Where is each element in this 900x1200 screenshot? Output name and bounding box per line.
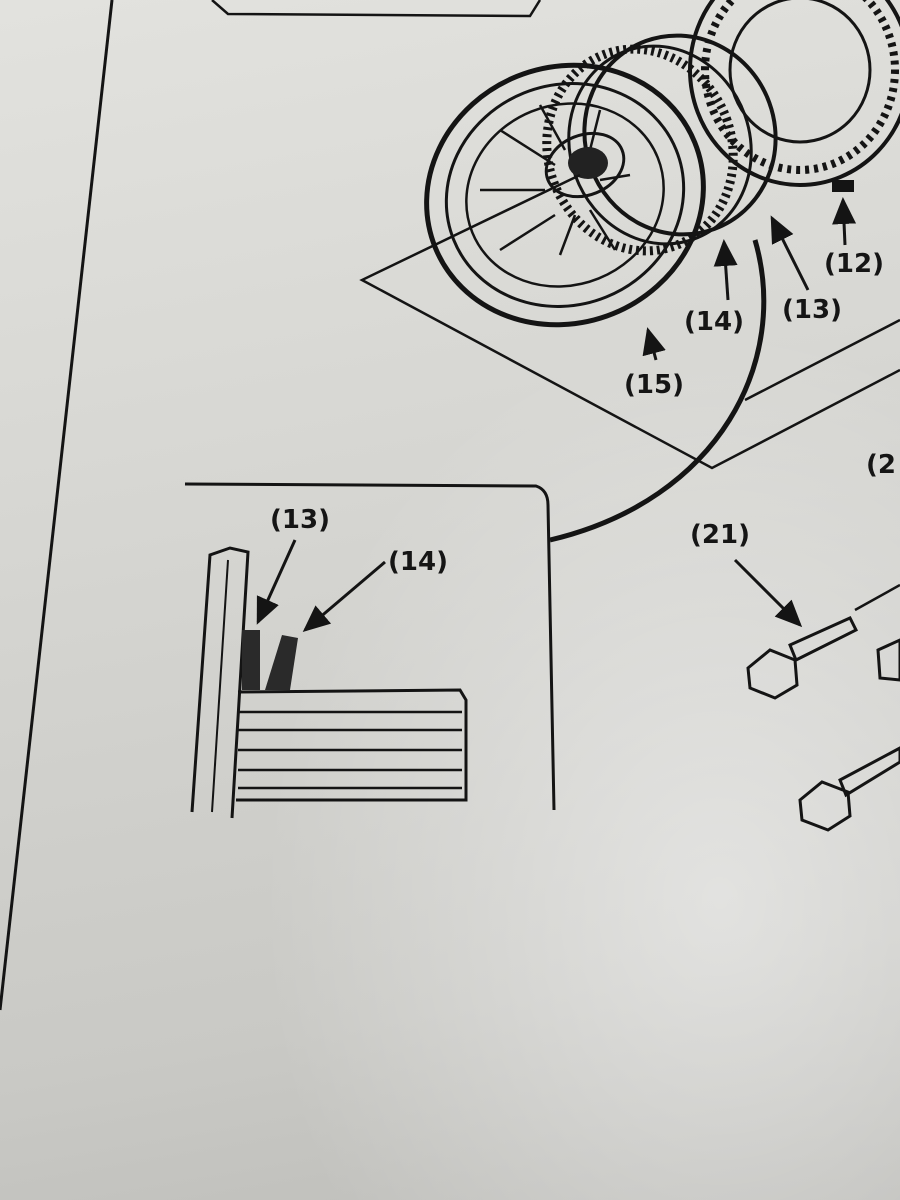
callout-12: (12) bbox=[824, 249, 884, 279]
clutch-drum bbox=[688, 0, 900, 192]
bolt-partial bbox=[876, 638, 900, 682]
bolt-leader bbox=[854, 583, 900, 612]
top-box-fragment bbox=[211, 0, 542, 18]
arrow-12 bbox=[832, 197, 857, 246]
inset-callout-13: (13) bbox=[270, 505, 330, 535]
inset-arrow-14 bbox=[302, 560, 386, 632]
detail-leader bbox=[359, 173, 900, 470]
callout-15: (15) bbox=[624, 370, 684, 400]
detail-frame bbox=[744, 318, 900, 402]
page-border-line bbox=[0, 0, 114, 1011]
inset-detail bbox=[190, 546, 468, 819]
bolt-21 bbox=[746, 616, 859, 700]
part-12-knob bbox=[832, 180, 854, 192]
callout-21: (21) bbox=[690, 520, 750, 550]
inset-callout-14: (14) bbox=[388, 547, 448, 577]
arrow-14 bbox=[713, 239, 738, 301]
pulley-15 bbox=[424, 62, 706, 328]
callout-2-partial: (2 bbox=[866, 450, 896, 480]
arrow-13 bbox=[770, 215, 810, 291]
callout-13: (13) bbox=[782, 295, 842, 325]
inset-part-14 bbox=[265, 635, 298, 690]
arrow-15 bbox=[642, 327, 666, 361]
inset-arrow-13 bbox=[256, 539, 297, 625]
arrow-21 bbox=[733, 558, 803, 628]
inset-part-13 bbox=[242, 630, 260, 690]
callout-14: (14) bbox=[684, 307, 744, 337]
bolt bbox=[798, 746, 900, 832]
inset-box bbox=[184, 482, 556, 811]
detail-connector-curve bbox=[549, 239, 767, 543]
